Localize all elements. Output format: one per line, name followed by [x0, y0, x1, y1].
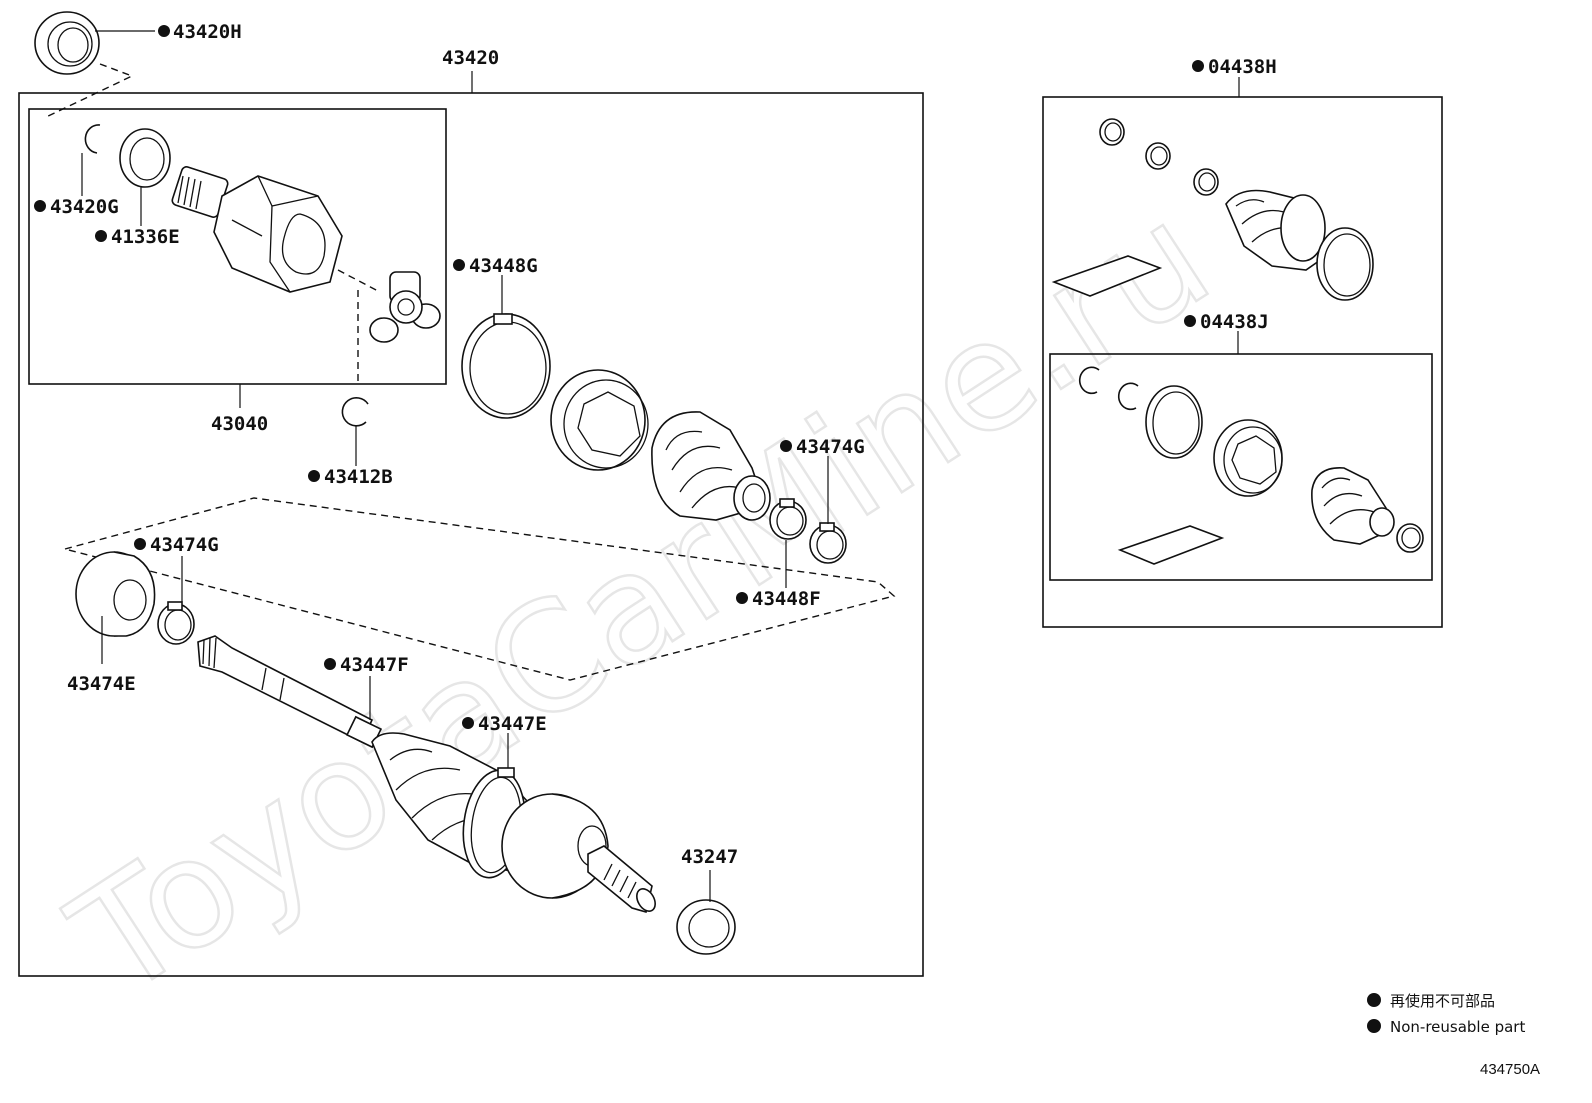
label-43420G: 43420G	[50, 196, 119, 218]
label-43420: 43420	[442, 47, 499, 69]
frame-04438H	[1042, 96, 1443, 628]
nonreusable-dot-icon	[324, 658, 336, 670]
frame-04438J	[1049, 353, 1433, 581]
part-41336E	[119, 128, 171, 188]
part-inboard-boot-end	[550, 369, 649, 471]
nonreusable-dot-icon	[95, 230, 107, 242]
nonreusable-dot-icon	[34, 200, 46, 212]
part-43420H	[34, 11, 100, 75]
legend-dot-icon	[1367, 993, 1381, 1007]
kit-j-parts	[1078, 366, 1424, 565]
nonreusable-dot-icon	[453, 259, 465, 271]
part-43474G-lower	[157, 601, 195, 645]
label-43448F: 43448F	[752, 588, 821, 610]
kit-h-parts	[1051, 118, 1374, 301]
part-inboard-joint-housing	[171, 166, 343, 293]
part-43247	[676, 899, 736, 955]
part-inboard-boot	[651, 411, 771, 521]
legend-dot-icon	[1367, 1019, 1381, 1033]
nonreusable-dot-icon	[780, 440, 792, 452]
nonreusable-dot-icon	[1184, 315, 1196, 327]
part-43474E	[75, 551, 156, 637]
nonreusable-dot-icon	[462, 717, 474, 729]
label-43412B: 43412B	[324, 466, 393, 488]
label-04438H: 04438H	[1208, 56, 1277, 78]
part-43412B	[341, 397, 369, 427]
part-tripod	[369, 271, 441, 343]
label-43447E: 43447E	[478, 713, 547, 735]
legend-text-en: Non-reusable part	[1390, 1018, 1525, 1036]
label-43474G-a: 43474G	[796, 436, 865, 458]
frame-43420	[18, 92, 924, 977]
label-43474E: 43474E	[67, 673, 136, 695]
label-41336E: 41336E	[111, 226, 180, 248]
part-drive-shaft	[197, 635, 383, 749]
label-43448G: 43448G	[469, 255, 538, 277]
label-04438J: 04438J	[1200, 311, 1269, 333]
nonreusable-dot-icon	[134, 538, 146, 550]
legend-text-jp: 再使用不可部品	[1390, 992, 1495, 1010]
reference-code: 434750A	[1480, 1061, 1540, 1078]
nonreusable-dot-icon	[308, 470, 320, 482]
nonreusable-dot-icon	[736, 592, 748, 604]
nonreusable-dot-icon	[158, 25, 170, 37]
part-43420G	[84, 124, 101, 154]
part-43448G	[461, 313, 551, 419]
label-43420H: 43420H	[173, 21, 242, 43]
frame-43040	[28, 108, 447, 385]
label-43247: 43247	[681, 846, 738, 868]
label-43040: 43040	[211, 413, 268, 435]
label-43474G-b: 43474G	[150, 534, 219, 556]
part-outboard-joint	[501, 793, 656, 914]
part-43448F	[769, 498, 807, 540]
label-43447F: 43447F	[340, 654, 409, 676]
nonreusable-dot-icon	[1192, 60, 1204, 72]
part-43474G-clamp	[809, 522, 847, 564]
